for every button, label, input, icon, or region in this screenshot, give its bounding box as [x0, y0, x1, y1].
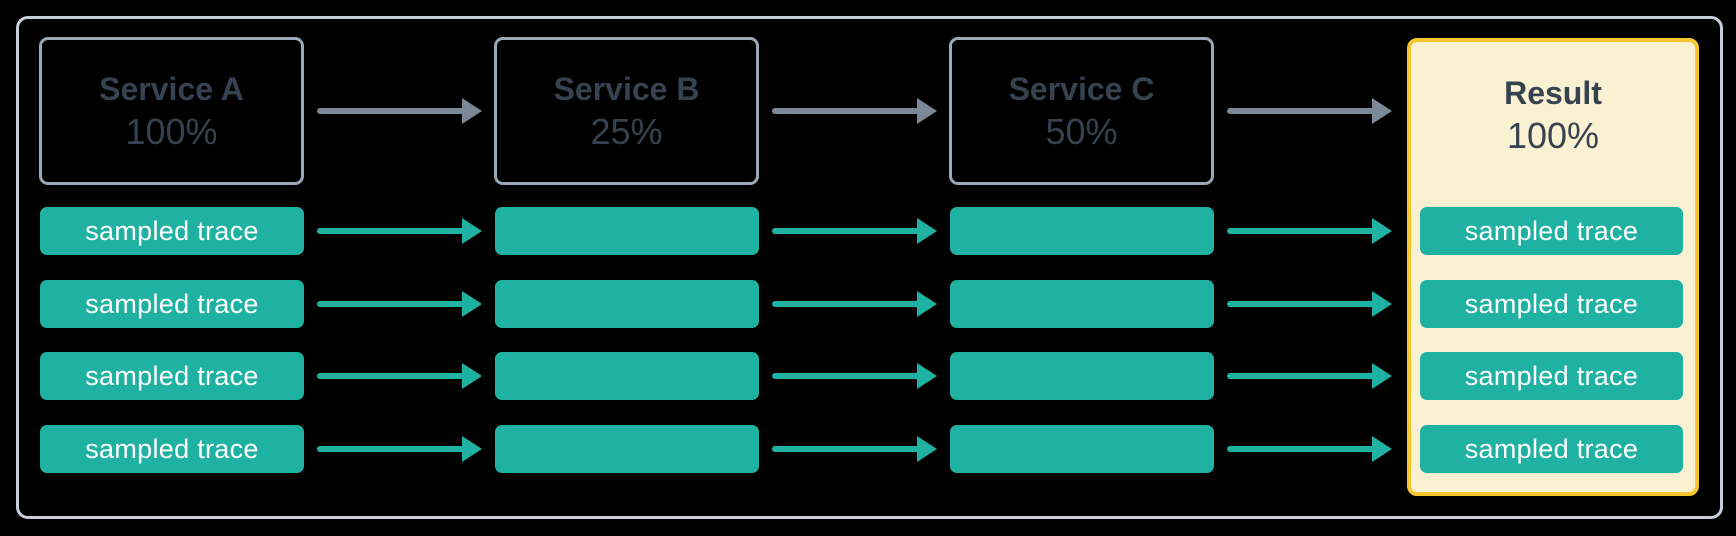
arrow-head-icon	[1372, 436, 1392, 462]
sampled-trace-label: sampled trace	[1464, 433, 1639, 464]
trace-arrow-icon	[772, 363, 937, 389]
arrow-head-icon	[1372, 98, 1392, 124]
arrow-head-icon	[917, 436, 937, 462]
arrow-head-icon	[462, 291, 482, 317]
arrow-shaft	[317, 373, 467, 379]
service-a-box: Service A 100%	[39, 37, 304, 185]
sampled-trace-label: sampled trace	[1464, 288, 1639, 319]
service-b-rate: 25%	[590, 110, 663, 152]
trace-arrow-icon	[317, 218, 482, 244]
trace-arrow-icon	[1227, 291, 1392, 317]
sampled-trace-label: sampled trace	[1464, 360, 1639, 391]
arrow-head-icon	[1372, 218, 1392, 244]
trace-arrow-icon	[317, 363, 482, 389]
arrow-head-icon	[917, 218, 937, 244]
sampled-trace-label: sampled trace	[1464, 215, 1639, 246]
sampled-trace-bar: sampled trace	[40, 352, 304, 400]
trace-bar	[950, 425, 1214, 473]
trace-bar	[950, 207, 1214, 255]
arrow-shaft	[317, 301, 467, 307]
trace-bar	[950, 352, 1214, 400]
arrow-head-icon	[917, 291, 937, 317]
trace-arrow-icon	[1227, 218, 1392, 244]
service-a-rate: 100%	[125, 110, 218, 152]
sampled-trace-bar: sampled trace	[1420, 352, 1683, 400]
arrow-head-icon	[462, 218, 482, 244]
sampled-trace-label: sampled trace	[85, 215, 259, 246]
result-title: Result	[1504, 75, 1602, 111]
trace-bar	[950, 280, 1214, 328]
arrow-shaft	[317, 108, 467, 114]
sampled-trace-bar: sampled trace	[1420, 280, 1683, 328]
flow-arrow-icon	[772, 98, 937, 124]
result-header: Result 100%	[1411, 42, 1695, 189]
flow-arrow-icon	[1227, 98, 1392, 124]
arrow-shaft	[1227, 301, 1377, 307]
arrow-head-icon	[462, 98, 482, 124]
arrow-head-icon	[917, 98, 937, 124]
arrow-head-icon	[462, 363, 482, 389]
trace-arrow-icon	[1227, 436, 1392, 462]
result-rate: 100%	[1506, 115, 1600, 156]
arrow-shaft	[1227, 373, 1377, 379]
arrow-head-icon	[917, 363, 937, 389]
sampled-trace-label: sampled trace	[85, 360, 259, 391]
sampled-trace-label: sampled trace	[85, 288, 259, 319]
arrow-shaft	[772, 228, 922, 234]
arrow-shaft	[772, 108, 922, 114]
arrow-head-icon	[462, 436, 482, 462]
sampled-trace-bar: sampled trace	[40, 207, 304, 255]
service-c-box: Service C 50%	[949, 37, 1214, 185]
service-b-title: Service B	[553, 70, 700, 107]
trace-bar	[495, 425, 759, 473]
sampled-trace-bar: sampled trace	[40, 280, 304, 328]
trace-arrow-icon	[317, 291, 482, 317]
service-c-title: Service C	[1008, 70, 1155, 107]
arrow-shaft	[772, 301, 922, 307]
trace-arrow-icon	[772, 436, 937, 462]
arrow-shaft	[1227, 108, 1377, 114]
arrow-shaft	[1227, 228, 1377, 234]
arrow-shaft	[772, 373, 922, 379]
sampled-trace-bar: sampled trace	[1420, 207, 1683, 255]
trace-bar	[495, 280, 759, 328]
arrow-shaft	[772, 446, 922, 452]
trace-arrow-icon	[317, 436, 482, 462]
service-c-rate: 50%	[1045, 110, 1118, 152]
result-panel: Result 100% sampled trace sampled trace …	[1407, 38, 1699, 496]
arrow-head-icon	[1372, 363, 1392, 389]
arrow-shaft	[1227, 446, 1377, 452]
sampled-trace-bar: sampled trace	[40, 425, 304, 473]
trace-arrow-icon	[1227, 363, 1392, 389]
trace-bar	[495, 352, 759, 400]
service-a-title: Service A	[99, 70, 244, 107]
arrow-shaft	[317, 228, 467, 234]
diagram-frame	[16, 16, 1723, 519]
sampled-trace-bar: sampled trace	[1420, 425, 1683, 473]
trace-bar	[495, 207, 759, 255]
service-b-box: Service B 25%	[494, 37, 759, 185]
flow-arrow-icon	[317, 98, 482, 124]
arrow-shaft	[317, 446, 467, 452]
trace-arrow-icon	[772, 218, 937, 244]
sampled-trace-label: sampled trace	[85, 433, 259, 464]
arrow-head-icon	[1372, 291, 1392, 317]
trace-arrow-icon	[772, 291, 937, 317]
